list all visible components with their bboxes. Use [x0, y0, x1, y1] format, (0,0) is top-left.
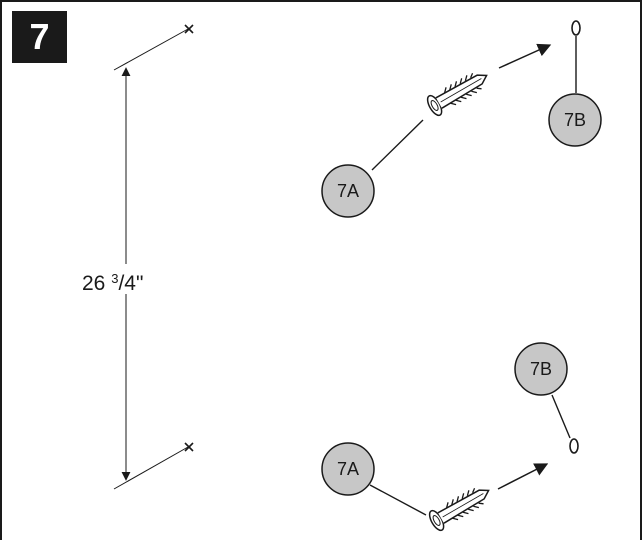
leader-line-7b-bottom [551, 394, 571, 439]
dimension-whole: 26 [82, 272, 112, 295]
callout-7b-bottom: 7B [514, 342, 568, 396]
dimension-label: 26 3/4" [80, 264, 146, 295]
leader-line-7a-top [371, 119, 424, 171]
svg-text:7B: 7B [530, 359, 552, 379]
dimension-denominator: /4" [118, 272, 144, 295]
svg-text:7A: 7A [337, 181, 359, 201]
dimension-line-group [113, 24, 194, 490]
insert-arrow-top [498, 43, 552, 69]
extension-line-top [113, 28, 189, 71]
screw-hole-icon-bottom [569, 438, 579, 454]
leader-line-7a-bottom [369, 484, 427, 516]
callout-7a-bottom: 7A [321, 442, 375, 496]
drill-mark-icon-top [184, 24, 194, 34]
svg-text:7B: 7B [564, 110, 586, 130]
insert-arrow-bottom [497, 463, 549, 490]
callout-7a-top: 7A [321, 164, 375, 218]
top-assembly: 7A 7B [321, 20, 602, 218]
screw-hole-icon-top [571, 20, 581, 36]
svg-text:7A: 7A [337, 459, 359, 479]
drill-mark-icon-bottom [184, 442, 194, 452]
step-number-badge: 7 [12, 11, 67, 63]
callout-7b-top: 7B [548, 93, 602, 147]
extension-line-bottom [113, 446, 189, 490]
bottom-assembly: 7A 7B [321, 342, 579, 532]
wall-anchor-icon-bottom [428, 487, 490, 532]
wall-anchor-icon-top [426, 72, 488, 117]
dimension-numerator: 3 [111, 271, 119, 286]
